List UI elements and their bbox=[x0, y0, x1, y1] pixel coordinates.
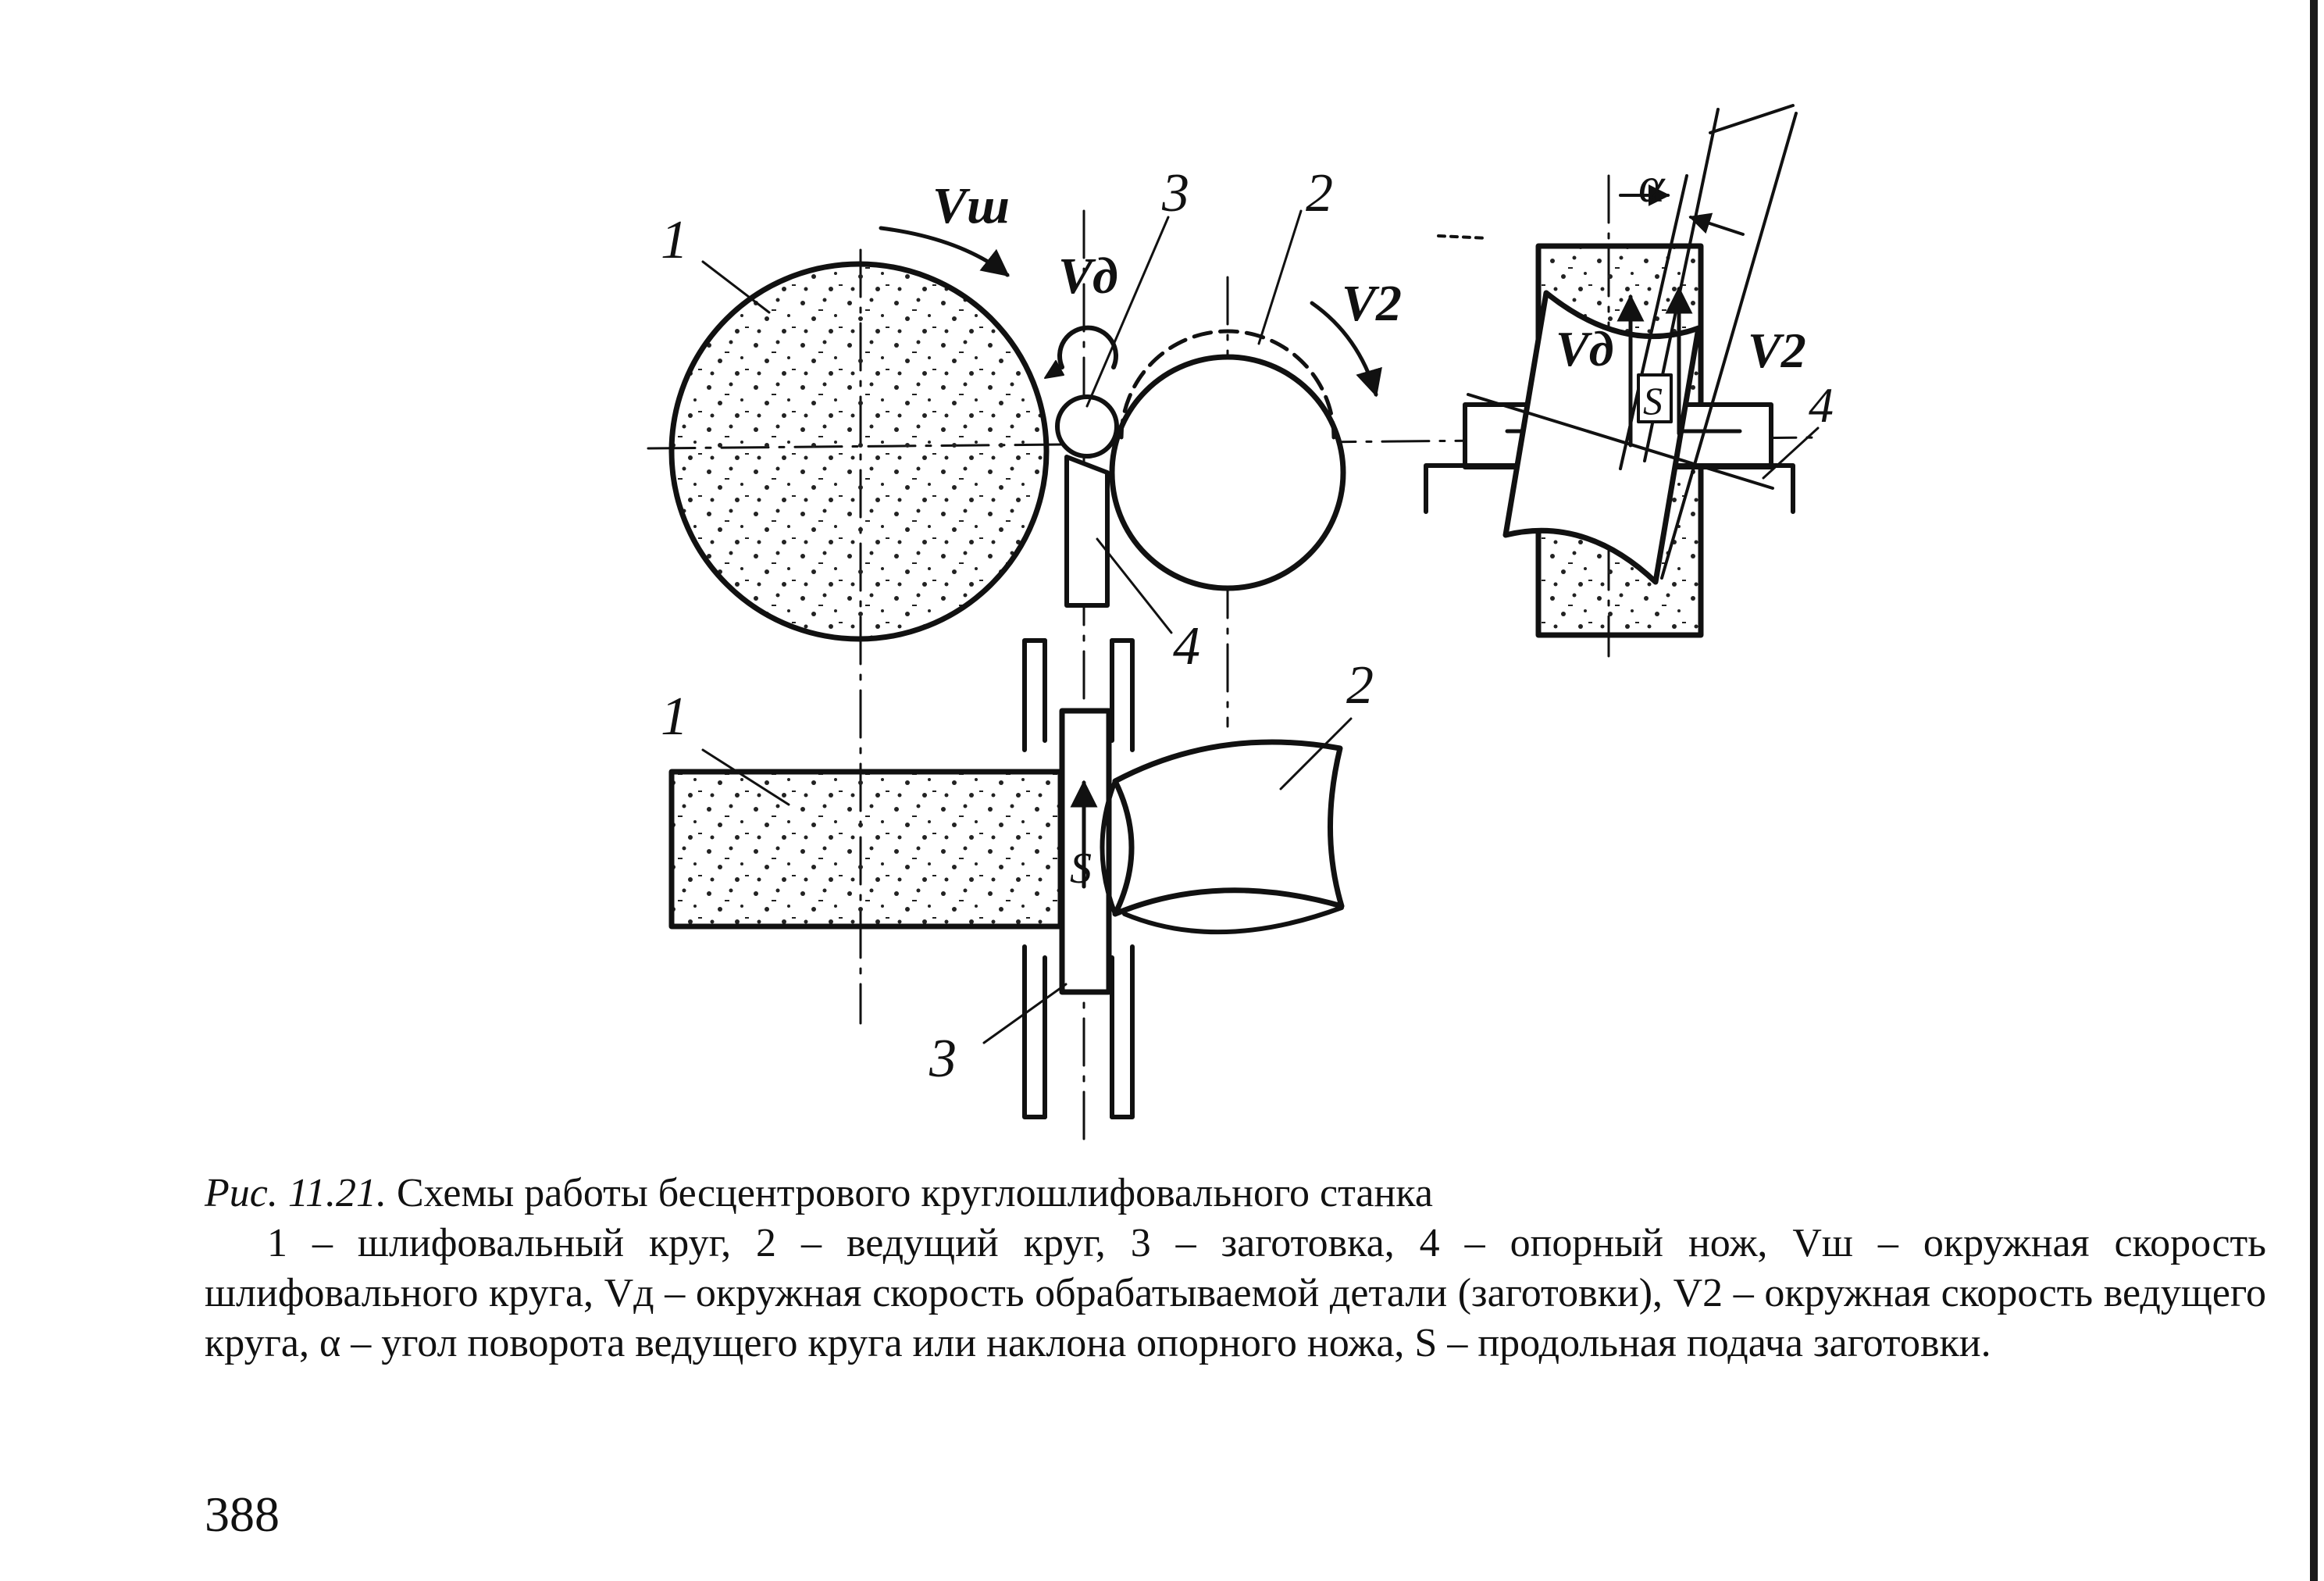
support-blade-top bbox=[1064, 455, 1110, 608]
workpiece-top bbox=[1055, 394, 1119, 459]
label-1-bottom: 1 bbox=[661, 687, 688, 747]
label-2-bottom: 2 bbox=[1346, 655, 1374, 716]
grinding-wheel-top bbox=[668, 261, 1050, 642]
figure-11-21: 1 2 3 Vш Vд V2 4 α Vд V2 S 4 1 2 S 3 bbox=[647, 104, 1834, 1150]
label-vd: Vд bbox=[1058, 248, 1118, 305]
label-3-top: 3 bbox=[1161, 163, 1189, 223]
caption-legend: 1 – шлифовальный круг, 2 – ведущий круг,… bbox=[205, 1221, 2266, 1365]
label-1-top: 1 bbox=[661, 210, 688, 270]
page-edge bbox=[2310, 0, 2318, 1581]
figure-reference: Рис. 11.21. bbox=[205, 1171, 387, 1215]
label-vsh: Vш bbox=[932, 177, 1010, 234]
label-vd-side: Vд bbox=[1556, 321, 1613, 377]
regulating-wheel-bottom bbox=[1112, 739, 1345, 917]
label-4-top: 4 bbox=[1173, 616, 1200, 676]
page-number: 388 bbox=[205, 1486, 280, 1542]
label-alpha: α bbox=[1638, 157, 1666, 212]
caption-title: Схемы работы бесцентрового круглошлифова… bbox=[396, 1171, 1433, 1215]
label-s-side: S bbox=[1643, 379, 1663, 423]
grinding-scheme-drawing: 1 2 3 Vш Vд V2 4 α Vд V2 S 4 1 2 S 3 bbox=[647, 104, 1834, 1150]
figure-caption: Рис. 11.21. Схемы работы бесцентрового к… bbox=[205, 1169, 2266, 1369]
label-4-side: 4 bbox=[1809, 377, 1834, 433]
workpiece-side bbox=[1502, 290, 1702, 585]
label-v2: V2 bbox=[1342, 275, 1402, 332]
label-s-bottom: S bbox=[1070, 844, 1092, 893]
regulating-wheel-top bbox=[1109, 354, 1346, 591]
label-2-top: 2 bbox=[1306, 163, 1333, 223]
label-3-bottom: 3 bbox=[929, 1029, 957, 1089]
label-v2-side: V2 bbox=[1748, 323, 1806, 378]
caption-title-line: Рис. 11.21. Схемы работы бесцентрового к… bbox=[205, 1169, 2266, 1219]
grinding-wheel-bottom bbox=[668, 769, 1064, 930]
